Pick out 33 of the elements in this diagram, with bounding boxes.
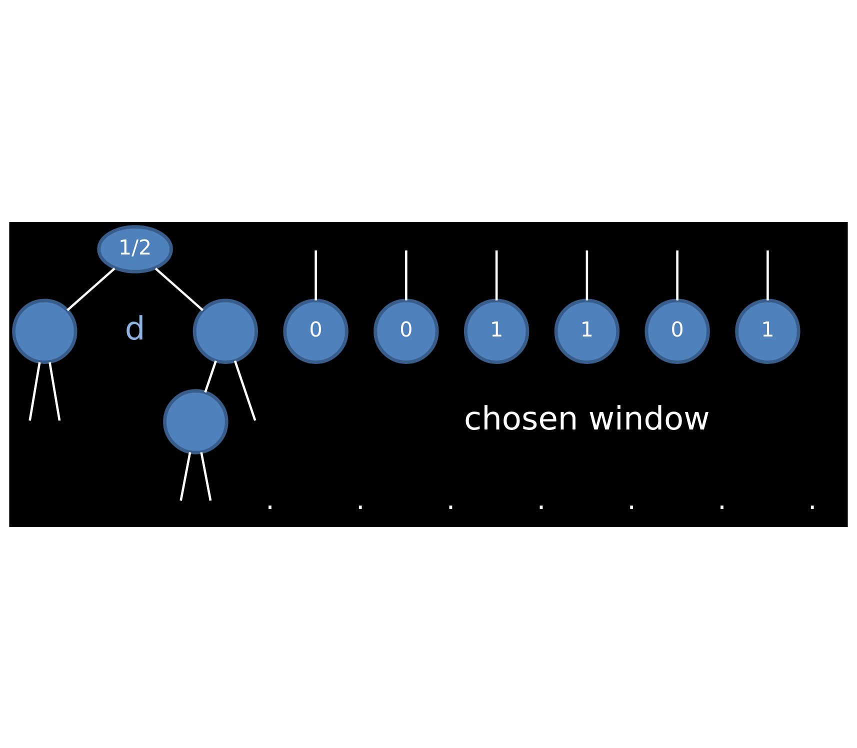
label: .: [266, 484, 274, 516]
label: .: [808, 484, 817, 516]
connector: [676, 250, 678, 300]
node-circle: [163, 388, 228, 454]
connector: [204, 360, 217, 392]
label: .: [356, 484, 365, 516]
node-circle: 0: [283, 298, 348, 364]
connector: [495, 250, 498, 300]
connector: [766, 250, 769, 300]
node-circle: 1: [464, 298, 530, 364]
connector: [66, 267, 116, 311]
connector: [405, 250, 408, 300]
node-circle: 0: [374, 298, 439, 364]
connector: [200, 452, 212, 500]
connector: [314, 250, 317, 300]
connector: [48, 362, 61, 420]
label: .: [718, 484, 726, 516]
node-circle: [12, 298, 78, 364]
label: d: [124, 308, 146, 347]
node-circle: 0: [644, 298, 710, 364]
label: chosen window: [464, 399, 710, 438]
node-circle: [192, 298, 258, 364]
label: .: [536, 484, 546, 516]
node-circle: 1: [554, 298, 620, 364]
connector: [28, 362, 41, 420]
node-circle: 1: [735, 298, 800, 364]
label: .: [627, 484, 636, 516]
connector: [586, 250, 588, 300]
label: .: [446, 484, 456, 516]
connector: [180, 452, 192, 500]
node-ellipse: 1/2: [97, 224, 173, 273]
connector: [154, 267, 204, 311]
connector: [234, 360, 256, 420]
